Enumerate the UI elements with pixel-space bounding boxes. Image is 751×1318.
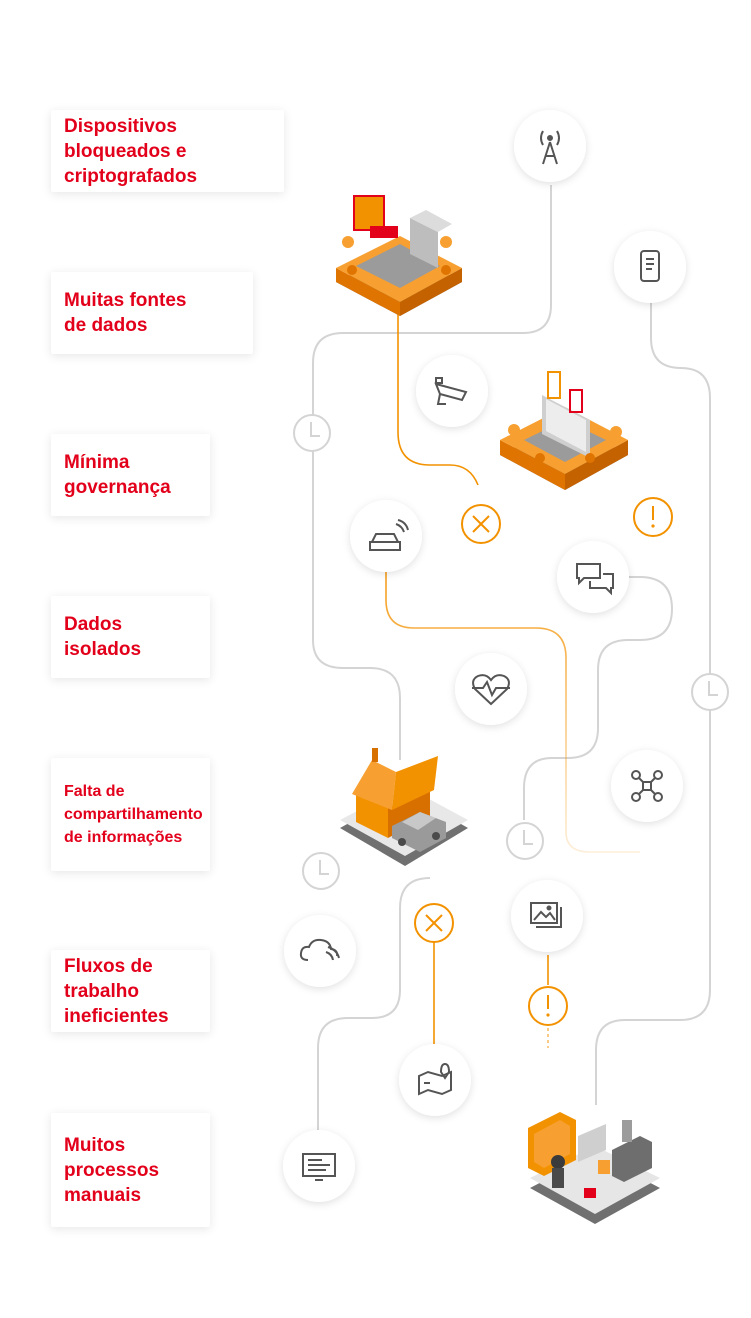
map-glyph xyxy=(418,1062,452,1096)
clock-icon xyxy=(293,414,331,452)
drone-glyph xyxy=(631,770,663,802)
locked-devices-illustration xyxy=(336,195,462,316)
challenge-card-governance: Mínima governança xyxy=(51,434,210,516)
house-car-illustration xyxy=(340,748,468,866)
smartphone-glyph xyxy=(640,250,660,282)
computer-illustration xyxy=(500,371,628,490)
challenge-label: Muitos processos manuais xyxy=(64,1134,160,1206)
clock-icon xyxy=(302,852,340,890)
monitor-glyph xyxy=(302,1153,336,1181)
warning-icon xyxy=(633,497,673,537)
gray-connectors xyxy=(312,185,711,1135)
challenge-card-workflows: Fluxos de trabalho ineficientes xyxy=(51,950,210,1032)
cctv-glyph xyxy=(434,377,468,405)
warning-icon xyxy=(528,986,568,1026)
antenna-glyph xyxy=(540,130,560,165)
chat-glyph xyxy=(576,563,614,596)
orange-connectors xyxy=(385,310,640,1050)
smartphone-icon xyxy=(614,231,686,303)
challenge-card-locked-devices: Dispositivos bloqueados e criptografados xyxy=(51,110,284,192)
challenge-label: Fluxos de trabalho ineficientes xyxy=(64,955,169,1027)
antenna-tower-icon xyxy=(514,110,586,182)
challenge-label: Muitas fontes de dados xyxy=(64,290,187,336)
challenge-label: Falta de compartilhamento de informações xyxy=(64,783,203,846)
challenge-label: Mínima governança xyxy=(64,452,171,498)
challenge-card-data-sources: Muitas fontes de dados xyxy=(51,272,253,354)
cloud-icon xyxy=(284,915,356,987)
challenge-card-manual-processes: Muitos processos manuais xyxy=(51,1113,210,1227)
cloud-glyph xyxy=(299,938,340,961)
challenge-label: Dados isolados xyxy=(64,614,142,660)
close-icon xyxy=(461,504,501,544)
clock-icon xyxy=(506,822,544,860)
heartbeat-icon xyxy=(455,653,527,725)
map-pin-icon xyxy=(399,1044,471,1116)
cctv-camera-icon xyxy=(416,355,488,427)
challenge-label: Dispositivos bloqueados e criptografados xyxy=(64,115,198,187)
gallery-glyph xyxy=(530,902,562,928)
clock-icon xyxy=(691,673,729,711)
car-glyph xyxy=(369,519,409,551)
drone-icon xyxy=(611,750,683,822)
challenge-card-info-sharing: Falta de compartilhamento de informações xyxy=(51,758,210,871)
close-icon xyxy=(414,903,454,943)
heartbeat-glyph xyxy=(472,674,510,706)
connected-car-icon xyxy=(350,500,422,572)
control-room-illustration xyxy=(528,1112,660,1224)
challenge-card-isolated-data: Dados isolados xyxy=(51,596,210,678)
